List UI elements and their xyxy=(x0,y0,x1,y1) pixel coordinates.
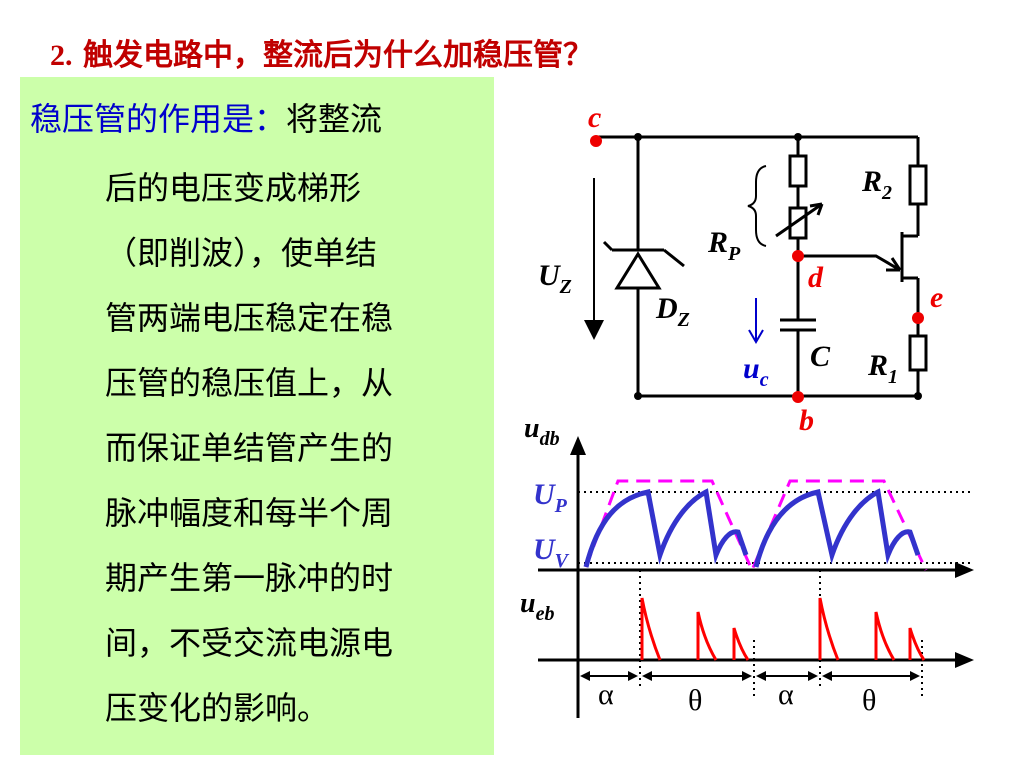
pulse xyxy=(732,627,750,661)
capacitor-label: C xyxy=(810,340,831,373)
uc-label: uc xyxy=(743,352,769,391)
body-text-line: 压变化的影响。 xyxy=(105,689,330,727)
pulse xyxy=(818,597,840,661)
timing-interval-arrows xyxy=(580,671,920,681)
r1-label: R1 xyxy=(867,349,898,388)
circuit-nodes xyxy=(590,135,924,403)
junction-dot xyxy=(634,133,642,141)
output-pulses xyxy=(640,597,926,661)
body-text-line: 将整流 xyxy=(286,100,383,138)
body-line-1: 稳压管的作用是：将整流 xyxy=(30,99,382,139)
node-c-dot xyxy=(590,135,602,147)
node-b-dot xyxy=(792,391,804,403)
waveform-axes xyxy=(538,436,974,718)
junction-dot xyxy=(634,392,642,400)
junction-dot xyxy=(794,133,802,141)
udb-label: udb xyxy=(524,413,560,450)
explanation-box: 稳压管的作用是：将整流 后的电压变成梯形 （即削波），使单结 管两端电压稳定在稳… xyxy=(20,77,494,755)
ueb-label: ueb xyxy=(520,588,554,625)
zener-diode-bent-ends xyxy=(602,240,685,268)
circuit-diagram xyxy=(584,135,928,398)
body-text-line: 期产生第一脉冲的时 xyxy=(105,559,394,597)
body-text-line: 间，不受交流电源电 xyxy=(105,624,394,662)
node-e-label: e xyxy=(930,281,943,314)
trapezoid-supply-wave xyxy=(584,479,928,574)
dz-label: DZ xyxy=(655,292,690,331)
rp-brace xyxy=(747,165,767,247)
figure-svg: c d e b UZ DZ RP R2 R1 C uc xyxy=(520,101,974,718)
vertical-axis-arrow xyxy=(570,436,586,455)
node-d-label: d xyxy=(808,261,824,294)
junction-dot xyxy=(914,392,922,400)
body-text-line: 而保证单结管产生的 xyxy=(105,429,394,467)
rp-label: RP xyxy=(707,226,741,265)
circuit-junctions xyxy=(634,133,922,400)
node-c-label: c xyxy=(588,101,601,134)
uz-label: UZ xyxy=(538,259,572,298)
pulse xyxy=(640,597,662,661)
node-b-label: b xyxy=(799,404,814,437)
rp-variable-arrowhead xyxy=(809,202,824,216)
body-text-line: 管两端电压稳定在稳 xyxy=(105,299,394,337)
theta-label: θ xyxy=(688,684,702,717)
alpha-label: α xyxy=(598,678,614,711)
circuit-and-waveform-figure: c d e b UZ DZ RP R2 R1 C uc xyxy=(500,90,1000,730)
title-text: 触发电路中，整流后为什么加稳压管？ xyxy=(82,38,593,73)
r1-resistor xyxy=(908,334,928,372)
node-d-dot xyxy=(792,250,804,262)
pulse xyxy=(874,611,896,661)
body-text-line: （即削波），使单结 xyxy=(105,234,378,272)
body-text-line: 压管的稳压值上，从 xyxy=(105,364,394,402)
pulse xyxy=(696,611,718,661)
theta-interval-arrowheads xyxy=(822,671,920,681)
emitter-lead xyxy=(798,254,901,272)
zener-diode-symbol xyxy=(612,248,664,290)
emitter-arrowhead xyxy=(886,257,902,272)
node-e-dot xyxy=(912,312,924,324)
rp-fixed-resistor xyxy=(788,154,808,188)
r2-resistor xyxy=(908,164,928,206)
body-lead: 稳压管的作用是： xyxy=(30,100,287,138)
body-text-line: 脉冲幅度和每半个周 xyxy=(105,494,394,532)
ueb-time-axis-arrow xyxy=(955,652,974,668)
uc-arrowhead xyxy=(748,329,764,344)
udb-time-axis-arrow xyxy=(955,562,974,578)
capacitor-voltage-wave xyxy=(583,488,921,568)
body-text-line: 后的电压变成梯形 xyxy=(105,169,362,207)
alpha-label: α xyxy=(778,678,794,711)
title-number: 2. xyxy=(50,39,73,72)
rp-variable-arrow xyxy=(775,202,823,238)
theta-label: θ xyxy=(862,684,876,717)
up-label: UP xyxy=(533,478,568,517)
pulse xyxy=(908,627,926,661)
slide-title: 2. 触发电路中，整流后为什么加稳压管？ xyxy=(50,30,593,74)
r2-label: R2 xyxy=(861,165,892,204)
uv-label: UV xyxy=(533,533,570,572)
